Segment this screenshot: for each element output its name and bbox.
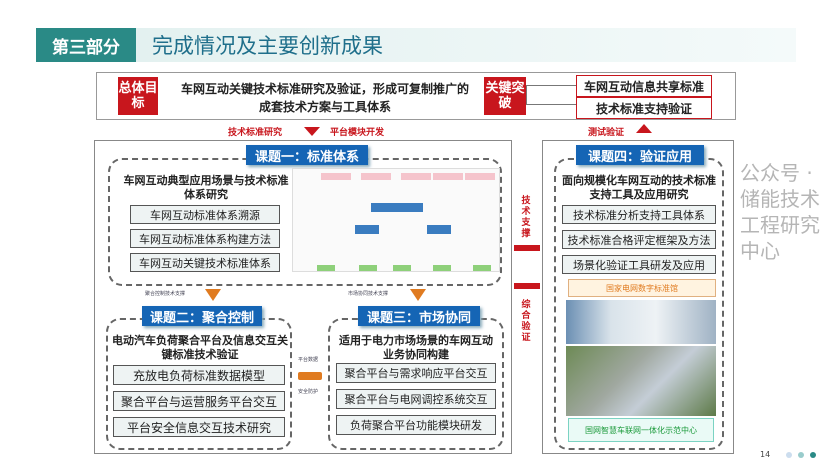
down-arrow-icon [410, 289, 426, 301]
slide-title: 完成情况及主要创新成果 [136, 28, 796, 62]
right-arrow-icon [514, 245, 540, 251]
middle-label-security: 安全防护 [298, 389, 319, 395]
dot-icon [798, 452, 804, 458]
standards-diagram [292, 168, 500, 272]
exhibition-hall-photo [566, 300, 716, 344]
tech-support-label: 技术支撑 [521, 196, 531, 239]
topic2-item: 充放电负荷标准数据模型 [113, 365, 285, 385]
topic3-title: 课题三：市场协同 [358, 306, 480, 326]
goal-text: 车网互动关键技术标准研究及验证，形成可复制推广的成套技术方案与工具体系 [180, 82, 469, 114]
topic2-title: 课题二：聚合控制 [142, 306, 262, 326]
left-frame [94, 140, 512, 454]
breakthrough-item: 技术标准支持验证 [576, 97, 712, 119]
photo-caption: 国网智慧车联网一体化示范中心 [568, 418, 714, 442]
flow-label-standards: 技术标准研究 [228, 128, 283, 138]
section-label: 第三部分 [36, 28, 136, 62]
watermark: 公众号 · 储能技术工程研究中心 [740, 161, 820, 263]
photo-label: 国家电网数字标准馆 [568, 279, 716, 297]
topic1-heading: 车网互动典型应用场景与技术标准体系研究 [123, 174, 289, 201]
dot-icon [786, 452, 792, 458]
down-arrow-icon [205, 289, 221, 301]
middle-label-data: 平台数据 [298, 357, 319, 363]
support-label-aggregation: 聚合控制技术支撑 [145, 291, 186, 297]
topic1-item: 车网互动标准体系构建方法 [130, 229, 280, 248]
bidirectional-arrow-icon [298, 372, 322, 380]
topic4-item: 技术标准分析支持工具体系 [562, 205, 716, 224]
left-arrow-icon [514, 283, 540, 289]
flow-label-platform: 平台模块开发 [330, 128, 385, 138]
integrated-validation-label: 综合验证 [521, 300, 531, 343]
topic1-item: 车网互动标准体系溯源 [130, 205, 280, 224]
topic4-item: 技术标准合格评定框架及方法 [562, 230, 716, 249]
support-label-market: 市场协同技术支撑 [348, 291, 389, 297]
topic2-item: 平台安全信息交互技术研究 [113, 417, 285, 437]
topic4-heading: 面向规模化车网互动的技术标准支持工具及应用研究 [562, 174, 716, 201]
breakthrough-item: 车网互动信息共享标准 [576, 75, 712, 97]
dot-icon [810, 452, 816, 458]
flow-label-test: 测试验证 [588, 128, 625, 138]
topic3-heading: 适用于电力市场场景的车网互动业务协同构建 [339, 334, 493, 361]
goal-tag: 总体目标 [118, 77, 158, 115]
right-frame [542, 140, 734, 454]
demo-center-photo [566, 346, 716, 416]
goal-box [96, 72, 736, 120]
topic4-title: 课题四：验证应用 [576, 145, 704, 165]
topic3-item: 负荷聚合平台功能模块研发 [336, 415, 496, 435]
topic2-item: 聚合平台与运营服务平台交互 [113, 391, 285, 411]
topic1-title: 课题一：标准体系 [246, 145, 368, 165]
up-arrow-icon [636, 124, 652, 133]
page-number: 14 [760, 450, 771, 459]
topic1-item: 车网互动关键技术标准体系 [130, 253, 280, 272]
topic3-item: 聚合平台与电网调控系统交互 [336, 389, 496, 409]
connector [526, 85, 576, 105]
topic4-item: 场景化验证工具研发及应用 [562, 255, 716, 274]
breakthrough-tag: 关键突破 [484, 77, 526, 115]
topic3-item: 聚合平台与需求响应平台交互 [336, 363, 496, 383]
down-arrow-icon [304, 127, 320, 136]
topic2-heading: 电动汽车负荷聚合平台及信息交互关键标准技术验证 [112, 334, 288, 361]
